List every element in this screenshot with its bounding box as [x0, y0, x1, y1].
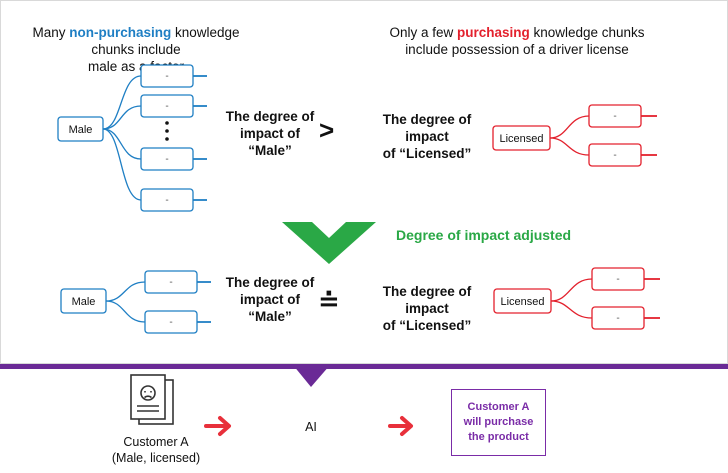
licensed-node-upper: Licensed — [499, 133, 543, 145]
label-line: “Male” — [248, 309, 292, 324]
leaf-node: - — [616, 313, 619, 324]
chevron-down-icon — [282, 222, 376, 264]
leaf-node: - — [165, 101, 168, 112]
customer-attributes: (Male, licensed) — [111, 451, 201, 465]
heading-text: include possession of a driver license — [405, 42, 629, 57]
customer-label: Customer A (Male, licensed) — [98, 434, 214, 466]
top-right-heading: Only a few purchasing knowledge chunks i… — [374, 24, 660, 58]
label-line: of “Licensed” — [382, 146, 472, 161]
leaf-node: - — [613, 150, 616, 161]
leaf-node: - — [169, 317, 172, 328]
male-node-upper: Male — [69, 124, 93, 136]
male-node-lower: Male — [72, 296, 96, 308]
licensed-node-lower: Licensed — [500, 296, 544, 308]
leaf-node: - — [616, 274, 619, 285]
male-tree-upper — [57, 64, 207, 212]
approx-equal-sign: ≐ — [318, 286, 340, 316]
result-line: will purchase — [463, 416, 534, 428]
label-line: The degree of impact — [382, 112, 472, 144]
label-line: The degree of — [225, 109, 315, 124]
label-line: impact of “Male” — [239, 126, 300, 158]
top-panel — [0, 0, 728, 364]
degree-adjusted-label: Degree of impact adjusted — [396, 227, 572, 243]
leaf-node: - — [613, 111, 616, 122]
male-impact-label-lower: The degree of impact of “Male” — [218, 274, 322, 325]
arrow-right-icon — [388, 416, 413, 436]
label-line: The degree of — [225, 275, 315, 290]
leaf-node: - — [169, 277, 172, 288]
licensed-impact-label-lower: The degree of impact of “Licensed” — [362, 283, 492, 334]
ai-label: AI — [305, 420, 317, 434]
label-line: of “Licensed” — [382, 318, 472, 333]
purchasing-highlight: purchasing — [456, 25, 530, 40]
licensed-impact-label-upper: The degree of impact of “Licensed” — [362, 111, 492, 162]
result-line: Customer A — [467, 401, 530, 413]
prediction-result-box: Customer A will purchase the product — [451, 389, 546, 456]
heading-text: Only a few — [389, 25, 457, 40]
result-line: the product — [468, 431, 529, 443]
leaf-node: - — [165, 195, 168, 206]
male-tree-lower — [60, 270, 211, 334]
ellipsis-icon — [165, 121, 169, 141]
arrow-right-icon — [204, 416, 231, 436]
divider-bar — [0, 364, 728, 369]
customer-document-icon — [130, 374, 174, 425]
customer-name: Customer A — [123, 435, 189, 449]
label-line: The degree of impact — [382, 284, 472, 316]
heading-text: knowledge chunks include — [91, 25, 240, 57]
male-impact-label-upper: The degree of impact of “Male” — [218, 108, 322, 159]
leaf-node: - — [165, 71, 168, 82]
leaf-node: - — [165, 154, 168, 165]
label-line: impact of — [239, 292, 300, 307]
heading-text: knowledge chunks — [529, 25, 645, 40]
licensed-tree-upper — [492, 104, 657, 167]
non-purchasing-highlight: non-purchasing — [69, 25, 172, 40]
greater-than-sign: > — [319, 115, 335, 145]
down-pointer-icon — [293, 365, 330, 387]
heading-text: Many — [32, 25, 70, 40]
licensed-tree-lower — [493, 267, 660, 330]
